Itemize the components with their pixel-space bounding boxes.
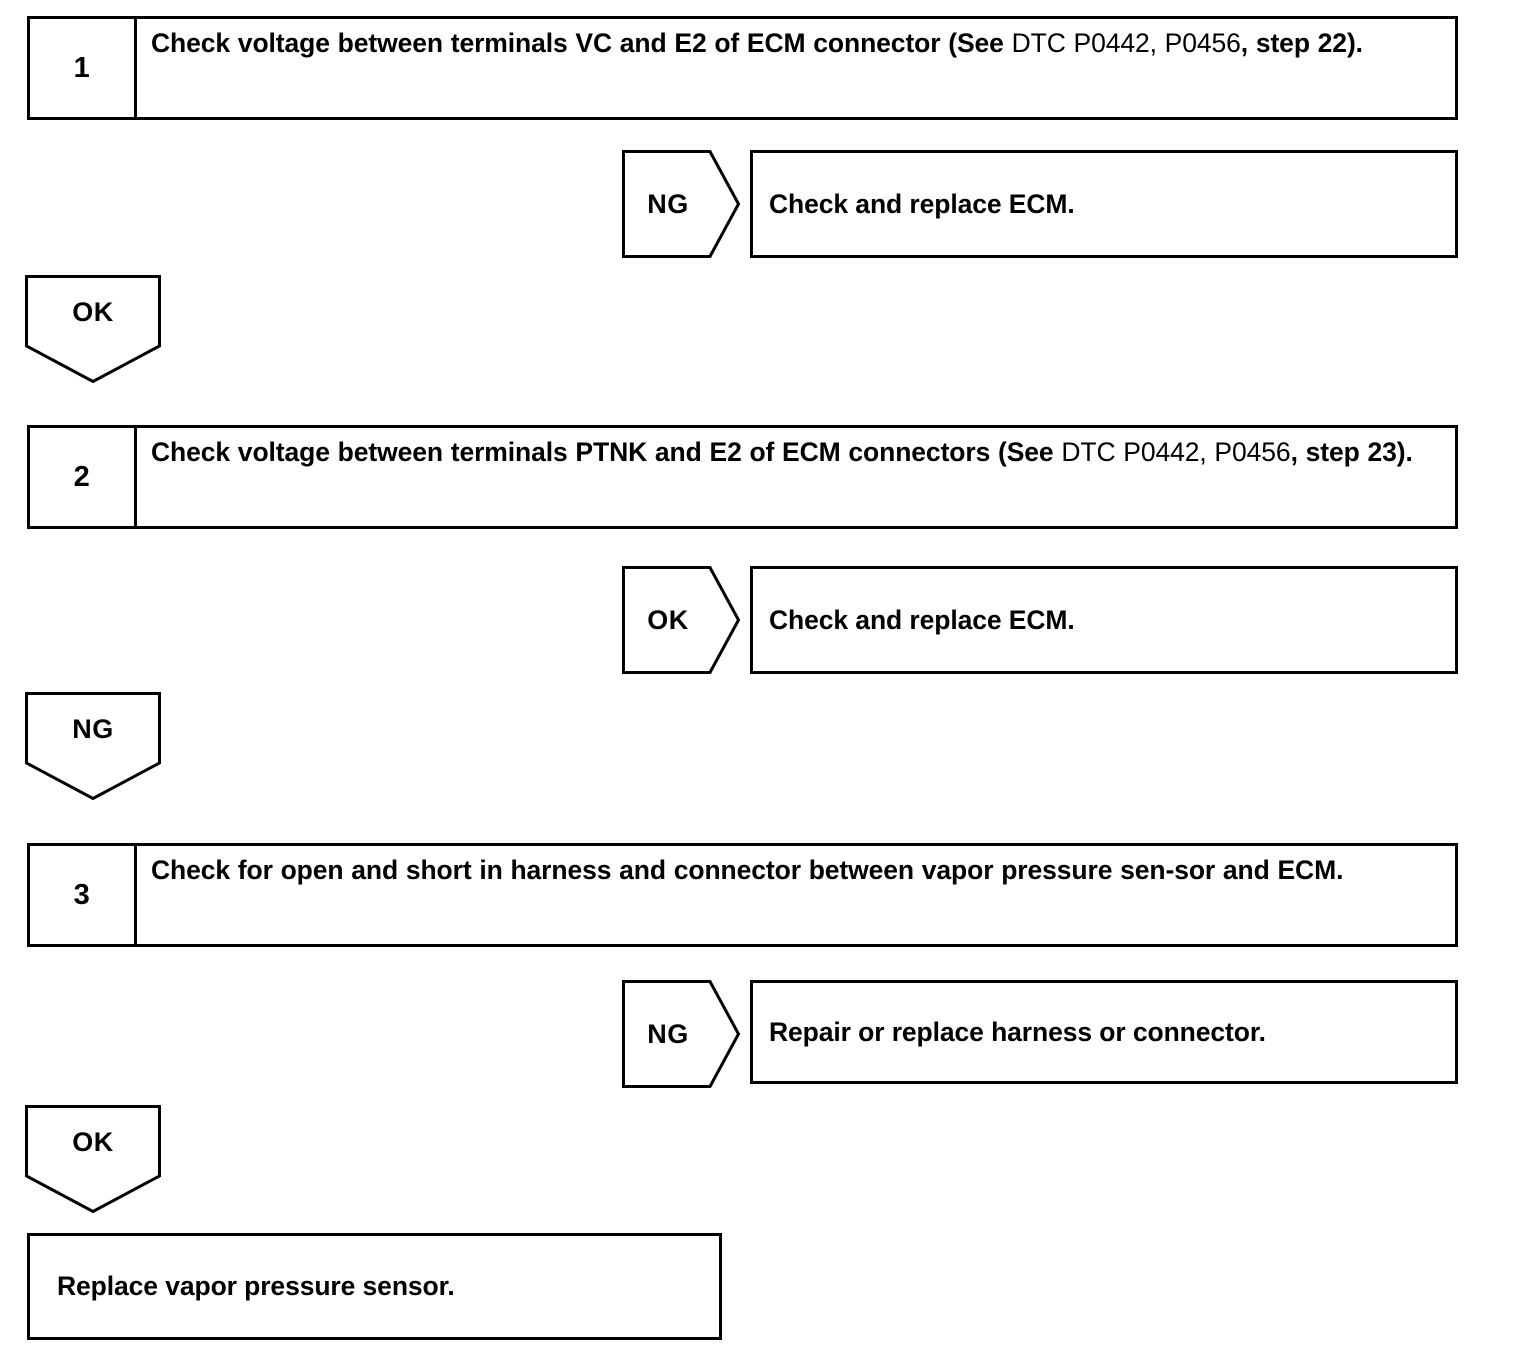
- flow-connector-ng-2: NG: [25, 692, 161, 800]
- step-box-2: 2 Check voltage between terminals PTNK a…: [27, 425, 1458, 529]
- action-box-2: Check and replace ECM.: [750, 566, 1458, 674]
- terminal-box: Replace vapor pressure sensor.: [27, 1233, 722, 1340]
- branch-2-ok: OK Check and replace ECM.: [622, 566, 1458, 674]
- step-box-1: 1 Check voltage between terminals VC and…: [27, 16, 1458, 120]
- step-text-2-regular: DTC P0442, P0456: [1061, 437, 1291, 467]
- step-text-1: Check voltage between terminals VC and E…: [137, 19, 1455, 117]
- flow-connector-ok-1: OK: [25, 275, 161, 383]
- step-text-2-bold-a: Check voltage between terminals PTNK and…: [151, 437, 1062, 467]
- branch-3-ng: NG Repair or replace harness or connecto…: [622, 980, 1458, 1088]
- step-number-1: 1: [30, 19, 137, 117]
- result-tag-ok-2-label: OK: [647, 604, 689, 635]
- pentagon-right-icon: [622, 980, 740, 1088]
- result-tag-ok-2: OK: [622, 566, 740, 674]
- flow-connector-ok-3: OK: [25, 1105, 161, 1213]
- branch-1-ng: NG Check and replace ECM.: [622, 150, 1458, 258]
- pentagon-right-icon: [622, 150, 740, 258]
- step-text-2-bold-b: , step 23).: [1290, 437, 1413, 467]
- step-text-2: Check voltage between terminals PTNK and…: [137, 428, 1455, 526]
- step-number-2: 2: [30, 428, 137, 526]
- flow-connector-ng-2-label: NG: [72, 714, 114, 744]
- step-text-1-bold-a: Check voltage between terminals VC and E…: [151, 28, 1012, 58]
- step-number-3: 3: [30, 846, 137, 944]
- result-tag-ng-3-label: NG: [647, 1018, 689, 1049]
- step-text-1-bold-b: , step 22).: [1240, 28, 1363, 58]
- pentagon-right-icon: [622, 566, 740, 674]
- result-tag-ng-1-label: NG: [647, 188, 689, 219]
- step-box-3: 3 Check for open and short in harness an…: [27, 843, 1458, 947]
- result-tag-ng-1: NG: [622, 150, 740, 258]
- flow-connector-ok-3-label: OK: [72, 1127, 114, 1157]
- action-box-3: Repair or replace harness or connector.: [750, 980, 1458, 1084]
- action-box-1: Check and replace ECM.: [750, 150, 1458, 258]
- flow-connector-ok-1-label: OK: [72, 297, 114, 327]
- pentagon-down-icon: [25, 1105, 161, 1213]
- step-text-3: Check for open and short in harness and …: [151, 855, 1344, 885]
- result-tag-ng-3: NG: [622, 980, 740, 1088]
- pentagon-down-icon: [25, 275, 161, 383]
- pentagon-down-icon: [25, 692, 161, 800]
- step-text-1-regular: DTC P0442, P0456: [1011, 28, 1241, 58]
